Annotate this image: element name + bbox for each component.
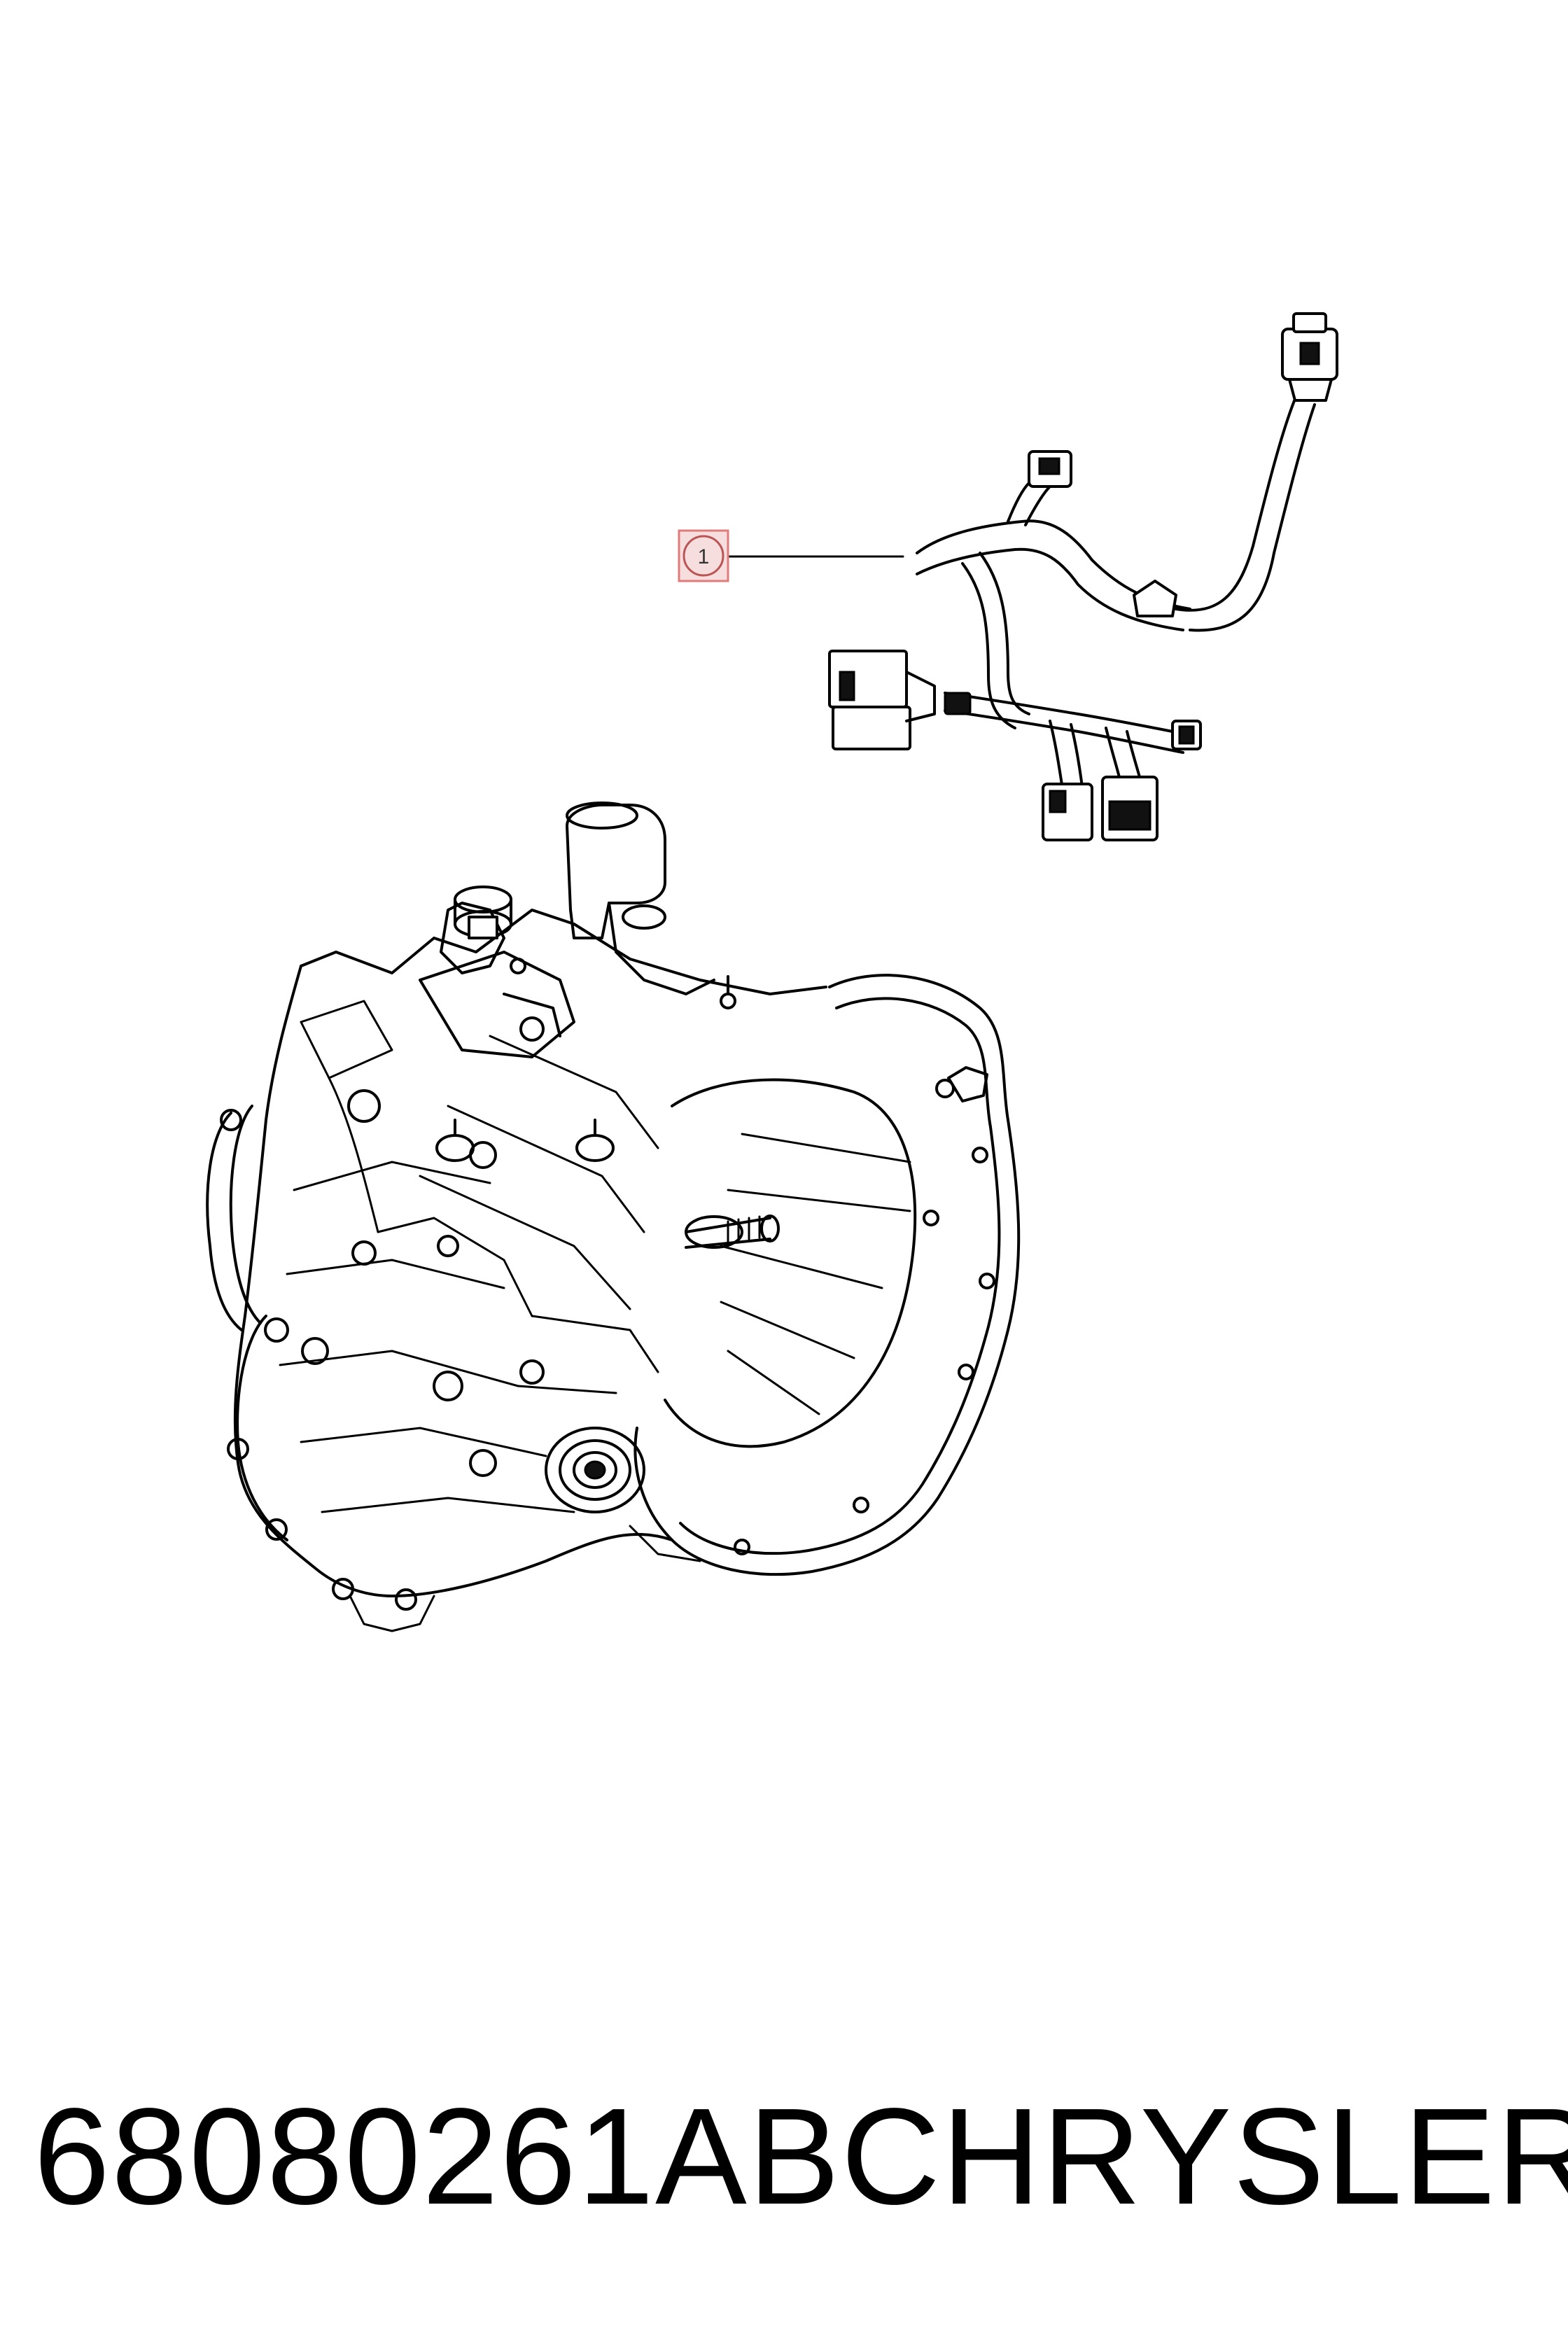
- callout-number: 1: [698, 545, 710, 568]
- part-number: 68080261AB: [34, 2079, 841, 2233]
- connector-bottom-b: [1101, 776, 1158, 841]
- connector-left: [828, 650, 936, 750]
- brand-name: CHRYSLER: [841, 2079, 1568, 2233]
- connector-bottom-a: [1042, 783, 1093, 841]
- connector-top-right: [1281, 312, 1338, 402]
- connector-right: [1171, 720, 1202, 750]
- connector-upper-middle: [1028, 450, 1072, 488]
- wiring-harness: [828, 312, 1338, 841]
- transmission: [206, 802, 1021, 1632]
- connector-small-clip: [944, 692, 972, 715]
- caption: 68080261AB CHRYSLER: [34, 2079, 1568, 2233]
- callout-1[interactable]: 1: [678, 529, 904, 582]
